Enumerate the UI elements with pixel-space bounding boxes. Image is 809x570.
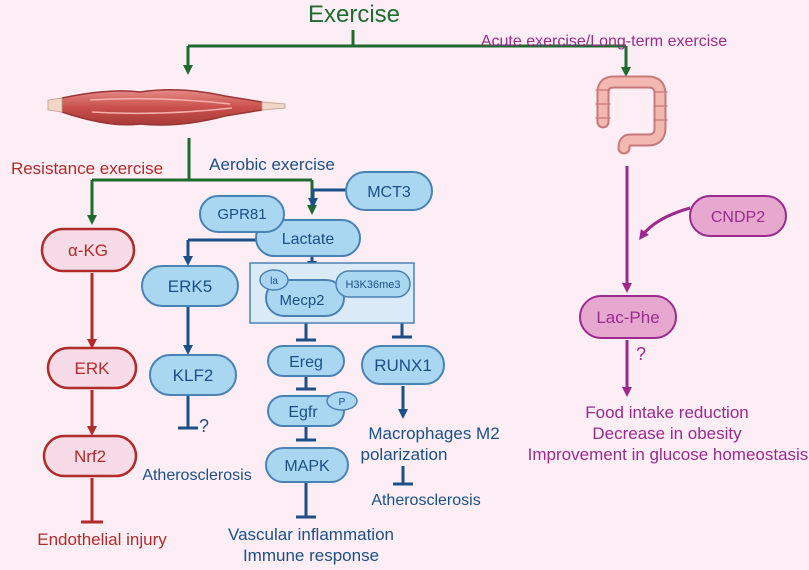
lacphe-label: Lac-Phe [596,308,659,327]
obesity-label: Decrease in obesity [592,424,742,443]
atherosclerosis-left-label: Atherosclerosis [142,467,251,484]
h3k36me3-label: H3K36me3 [345,279,400,291]
la-badge [259,269,289,291]
intestine-icon [595,75,668,155]
label-resistance-exercise: Resistance exercise [11,159,163,178]
cndp2-label: CNDP2 [711,209,765,226]
mct3-label: MCT3 [367,184,411,201]
mecp2-label: Mecp2 [279,292,324,309]
egfr-node [267,395,345,427]
klf2-label: KLF2 [173,366,214,385]
erk5-label: ERK5 [168,277,212,296]
atherosclerosis-right-label: Atherosclerosis [371,492,480,509]
runx1-label: RUNX1 [374,356,432,375]
akg-label: α-KG [68,241,108,260]
lactate-node [255,219,361,257]
glucose-label: Improvement in glucose homeostasis [528,445,809,464]
vascular-inflammation-label: Vascular inflammation [228,525,394,544]
klf2-node [149,354,237,396]
runx1-node [361,345,445,385]
immune-response-label: Immune response [243,546,379,565]
food-intake-label: Food intake reduction [585,403,749,422]
endothelial-injury-label: Endothelial injury [37,530,167,549]
phospho-badge [326,391,358,411]
gpr81-label: GPR81 [217,206,266,223]
nrf2-label: Nrf2 [74,447,106,466]
question-mark-lacphe: ? [636,344,646,364]
la-label: la [270,276,278,287]
polarization-label: polarization [361,445,448,464]
akg-node [40,227,136,273]
gpr81-node [199,195,285,233]
phospho-label: P [339,397,346,408]
title: Exercise [308,1,400,28]
question-mark-klf2: ? [199,416,209,436]
lactate-label: Lactate [282,231,335,248]
erk-node [46,346,138,390]
erk5-node [141,265,239,307]
label-acute-exercise: Acute exercise/Long-term exercise [481,33,727,50]
h3k36me3-node [335,270,411,298]
mct3-node [345,171,433,211]
nrf2-node [42,434,138,478]
macrophages-label: Macrophages M2 [368,424,499,443]
mecp2-node [265,279,345,317]
mapk-node [265,447,349,483]
egfr-label: Egfr [288,404,318,421]
cndp2-node [689,195,787,237]
label-aerobic-exercise: Aerobic exercise [209,155,335,174]
ereg-node [267,345,345,377]
muscle-icon [47,89,286,126]
erk-label: ERK [75,359,111,378]
ereg-label: Ereg [289,354,323,371]
lacphe-node [579,295,677,339]
mapk-label: MAPK [284,458,330,475]
